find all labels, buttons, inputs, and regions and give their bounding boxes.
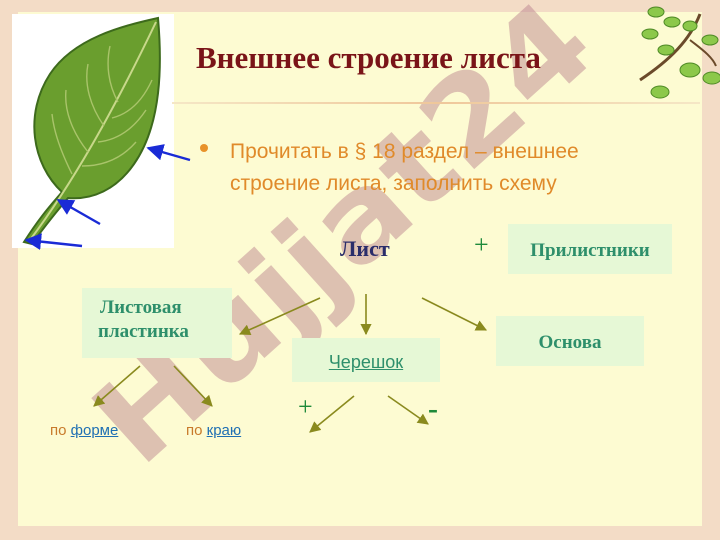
node-leaf-blade-line2: пластинка: [98, 321, 189, 342]
leaf-drawing: [22, 16, 161, 246]
by-edge-prefix: по: [186, 422, 203, 439]
node-leaf-blade-line1: Листовая: [100, 297, 182, 318]
title-divider: [172, 102, 700, 104]
node-leaf-blade: Листовая пластинка: [82, 288, 232, 358]
page-title: Внешнее строение листа: [196, 40, 541, 75]
bullet-point: [200, 144, 208, 152]
pointer-arrow-base: [24, 233, 83, 250]
arrow-to-shape: [93, 365, 141, 407]
by-edge-label: по краю: [186, 422, 241, 439]
by-shape-label: по форме: [50, 422, 118, 439]
leaf-image: [12, 14, 174, 248]
node-leaf: Лист: [340, 236, 390, 261]
bullet-instruction: Прочитать в § 18 раздел – внешнее строен…: [230, 140, 579, 195]
node-petiole[interactable]: Черешок: [292, 338, 440, 382]
arrow-plus: [309, 395, 355, 433]
by-edge-link[interactable]: краю: [206, 422, 242, 439]
arrow-to-base: [421, 297, 488, 331]
node-stipules: Прилистники: [508, 224, 672, 274]
node-base: Основа: [496, 316, 644, 366]
plus-sign-bottom: +: [298, 392, 313, 421]
by-shape-link[interactable]: форме: [70, 422, 119, 439]
arrow-to-blade: [238, 297, 321, 335]
pointer-arrow-blade: [146, 144, 191, 162]
arrow-minus: [387, 395, 429, 425]
petiole-link[interactable]: Черешок: [328, 352, 404, 372]
arrow-to-edge: [173, 365, 213, 407]
pointer-arrow-petiole: [56, 198, 101, 226]
by-shape-prefix: по: [50, 422, 67, 439]
minus-sign-bottom: -: [428, 392, 438, 425]
plus-sign-top: +: [474, 230, 489, 259]
